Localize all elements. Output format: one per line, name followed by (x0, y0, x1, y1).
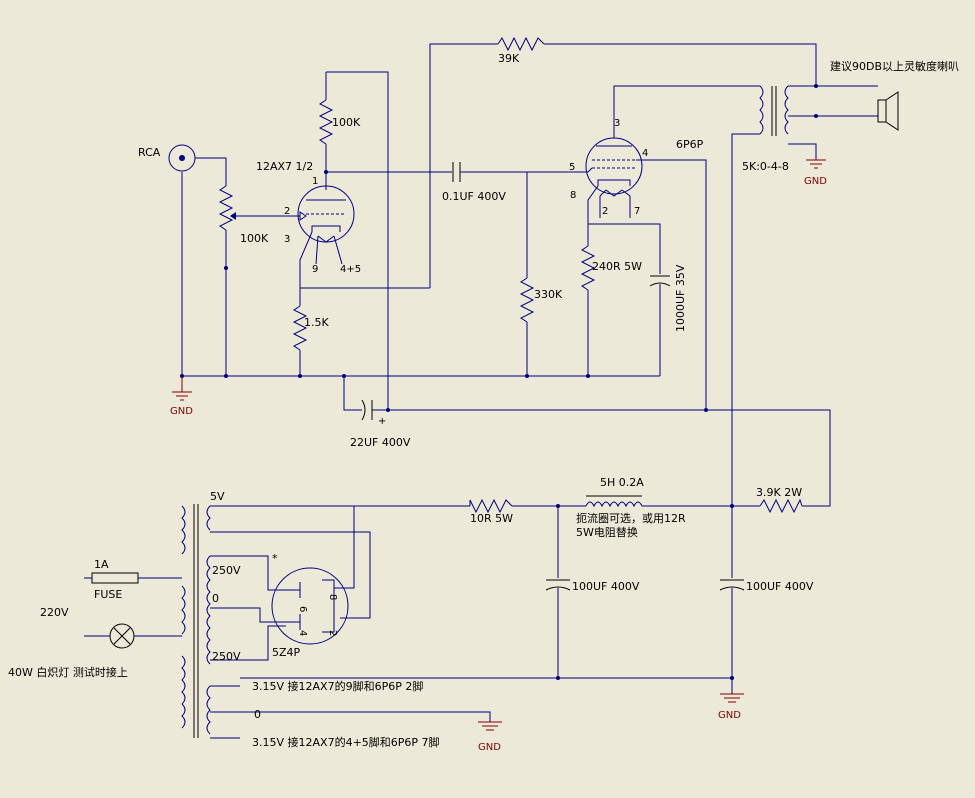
label-100uf-b: 100UF 400V (746, 580, 814, 593)
label-coupling-cap: 0.1UF 400V (442, 190, 506, 203)
label-39k: 39K (498, 52, 520, 65)
coupling-capacitor (326, 162, 588, 376)
label-rca: RCA (138, 146, 161, 159)
feedback-network (429, 36, 817, 288)
label-tube1: 12AX7 1/2 (256, 160, 313, 173)
pin-1: 1 (312, 176, 318, 187)
label-22uf: 22UF 400V (350, 436, 411, 449)
label-gnd-ps2: GND (478, 742, 501, 753)
label-speaker-note: 建议90DB以上灵敏度喇叭 (830, 59, 959, 73)
pin-2b: 2 (602, 206, 608, 217)
fuse (91, 572, 139, 584)
pin-rect-2: 2 (327, 630, 338, 636)
ground-rail (180, 374, 660, 378)
ps-filter (240, 495, 803, 731)
label-gnd-ps: GND (718, 710, 741, 721)
preamp-stage (236, 71, 430, 410)
label-heater2: 3.15V 接12AX7的4+5脚和6P6P 7脚 (252, 735, 440, 749)
label-tap-0a: 0 (212, 592, 219, 605)
label-250v-b: 250V (212, 650, 241, 663)
output-transformer (731, 84, 899, 506)
label-heater1: 3.15V 接12AX7的9脚和6P6P 2脚 (252, 679, 423, 693)
label-xfmr: 5K:0-4-8 (742, 160, 789, 173)
label-gnd-speaker: GND (804, 176, 827, 187)
label-15k: 1.5K (304, 316, 329, 329)
label-choke-note2: 5W电阻替换 (576, 525, 638, 539)
label-plus: + (378, 416, 386, 427)
label-fuse-rating: 1A (94, 558, 109, 571)
bplus-filter (343, 376, 831, 507)
pin-rect-4: 4 (297, 630, 308, 636)
label-plate-resistor: 100K (332, 116, 361, 129)
input-section (168, 144, 236, 401)
label-lamp: 40W 白炽灯 测试时接上 (8, 665, 128, 679)
rectifier-tube (271, 506, 355, 645)
label-choke-note1: 扼流圈可选，或用12R (576, 511, 686, 525)
label-39k2w: 3.9K 2W (756, 486, 802, 499)
power-transformer (84, 504, 491, 739)
pin-9: 9 (312, 264, 318, 275)
label-330k: 330K (534, 288, 563, 301)
label-5v: 5V (210, 490, 225, 503)
output-stage (580, 85, 748, 410)
pin-4: 4 (642, 148, 648, 159)
pin-7: 7 (634, 206, 640, 217)
label-star: * (272, 552, 278, 565)
label-fuse: FUSE (94, 588, 122, 601)
label-tap-0b: 0 (254, 708, 261, 721)
label-100uf-a: 100UF 400V (572, 580, 640, 593)
pin-8: 8 (570, 190, 576, 201)
label-choke: 5H 0.2A (600, 476, 644, 489)
pin-rect-6: 6 (297, 606, 308, 612)
label-220v: 220V (40, 606, 69, 619)
speaker-icon (877, 99, 887, 123)
label-pot: 100K (240, 232, 269, 245)
label-1000uf: 1000UF 35V (674, 264, 687, 332)
pin-3: 3 (284, 234, 290, 245)
label-tube2: 6P6P (676, 138, 704, 151)
pin-3b: 3 (614, 118, 620, 129)
pin-2: 2 (284, 206, 290, 217)
pin-45: 4+5 (340, 264, 361, 275)
label-gnd-input: GND (170, 406, 193, 417)
label-240r: 240R 5W (592, 260, 642, 273)
label-rectifier: 5Z4P (272, 646, 301, 659)
label-10r: 10R 5W (470, 512, 513, 525)
pin-5: 5 (569, 162, 575, 173)
pin-rect-8: 8 (327, 594, 338, 600)
label-250v-a: 250V (212, 564, 241, 577)
